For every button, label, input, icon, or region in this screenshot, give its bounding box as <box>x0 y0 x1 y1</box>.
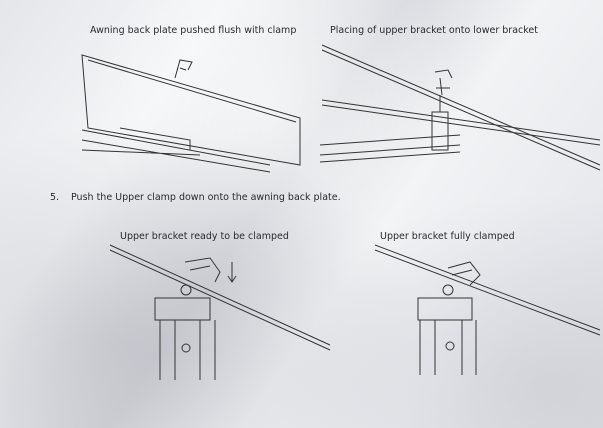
step-instruction: Push the Upper clamp down onto the awnin… <box>71 192 341 203</box>
caption-fully-clamped: Upper bracket fully clamped <box>380 231 515 242</box>
diagram-back-plate-flush <box>81 54 301 173</box>
step-number: 5. <box>50 192 60 203</box>
caption-back-plate-flush: Awning back plate pushed flush with clam… <box>90 25 297 36</box>
diagram-ready-to-clamp <box>109 244 331 380</box>
caption-upper-onto-lower: Placing of upper bracket onto lower brac… <box>330 25 538 36</box>
caption-ready-to-clamp: Upper bracket ready to be clamped <box>120 231 289 242</box>
diagram-fully-clamped <box>374 244 601 375</box>
diagram-upper-onto-lower <box>319 44 601 171</box>
